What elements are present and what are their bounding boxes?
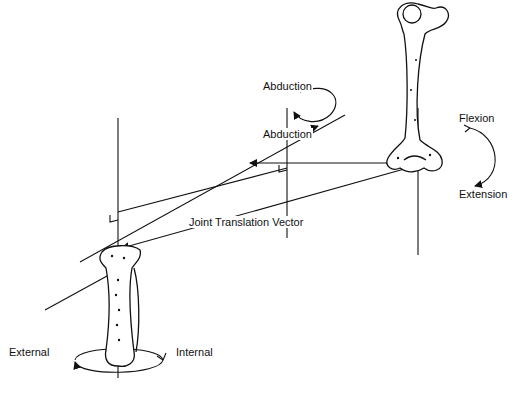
axis-label: Abduction bbox=[262, 80, 313, 92]
axis-label: Flexion bbox=[458, 112, 495, 124]
axis-label: Joint Translation Vector bbox=[188, 216, 304, 228]
axis-label: Internal bbox=[175, 346, 214, 358]
axis-label: Extension bbox=[458, 188, 508, 200]
axis-label: Abduction bbox=[262, 128, 313, 140]
axis-label: External bbox=[8, 346, 50, 358]
